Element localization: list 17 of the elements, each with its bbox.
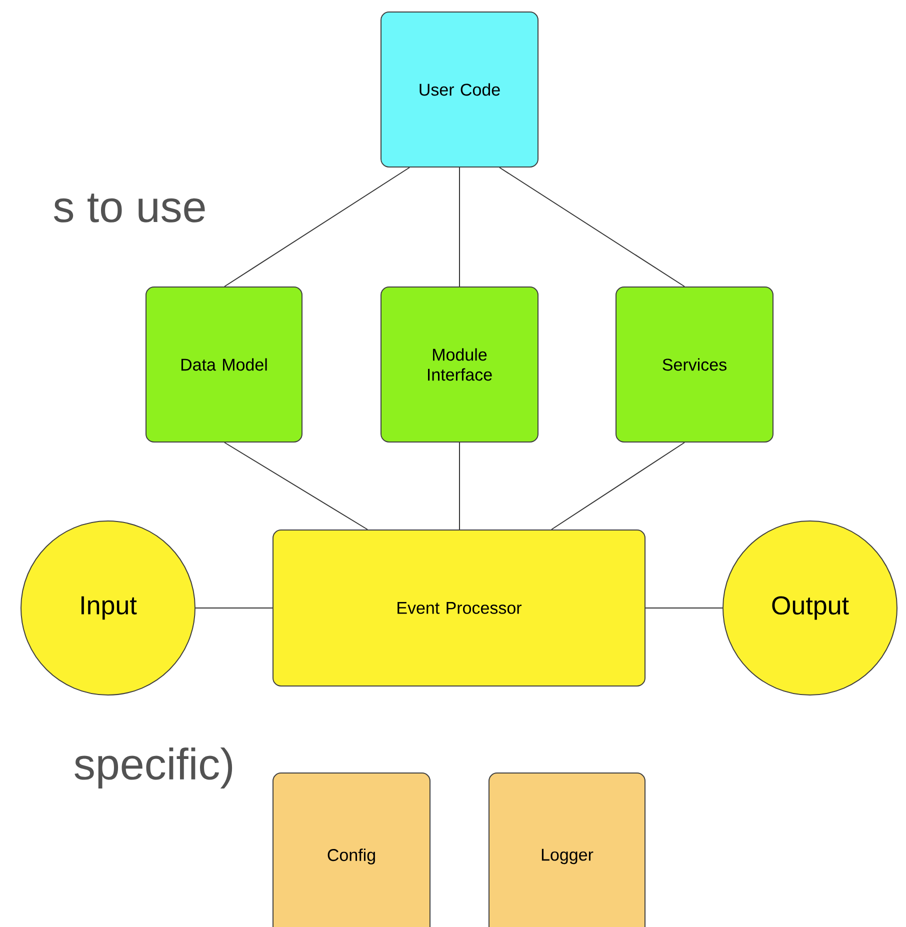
connector-line [551, 442, 685, 530]
slide-text: specific) [74, 748, 232, 788]
process-box: Data Model [146, 286, 302, 442]
process-box: Services [616, 286, 774, 442]
process-box: Module Interface [380, 286, 538, 442]
process-box: User Code [380, 12, 538, 168]
slide-text: s to use [54, 194, 205, 222]
connector-line [499, 167, 685, 287]
connector-line [459, 167, 460, 287]
process-box: Config [272, 772, 430, 927]
process-box: Event Processor [272, 530, 646, 686]
circle-node: Output [722, 520, 898, 696]
circle-node: Input [20, 520, 196, 696]
connector-line [224, 167, 410, 287]
connector-line [224, 442, 368, 530]
connector-line [459, 442, 460, 530]
process-box: Logger [488, 772, 646, 927]
